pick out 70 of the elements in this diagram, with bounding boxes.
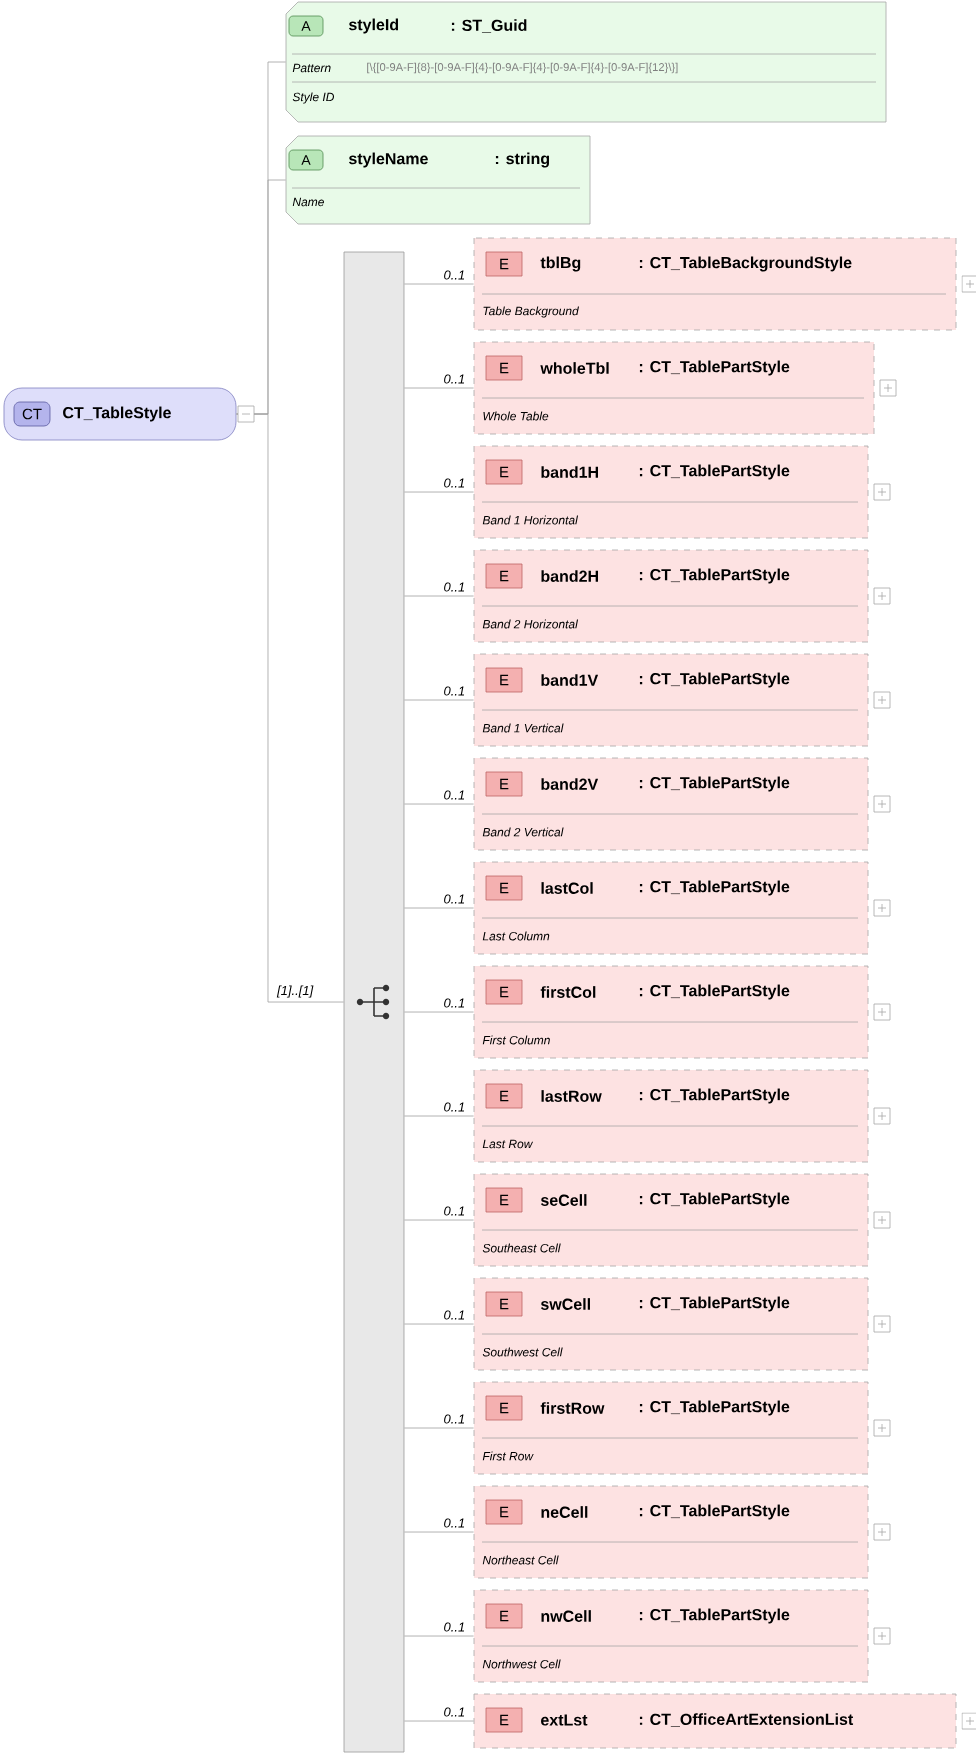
type-name: : CT_TablePartStyle: [639, 1192, 790, 1208]
element-name: nwCell: [541, 1610, 591, 1622]
type-name: : CT_TablePartStyle: [639, 464, 790, 480]
element-box: [473, 341, 875, 435]
connector-line: [404, 1635, 474, 1637]
type-name: : CT_TablePartStyle: [639, 1504, 790, 1520]
element-name: wholeTbl: [540, 362, 609, 374]
element-name: band2V: [541, 778, 599, 790]
type-name: : string: [495, 152, 549, 168]
element-box: [473, 1173, 869, 1267]
type-name: : CT_TablePartStyle: [639, 1608, 790, 1624]
connector-line: [404, 1427, 474, 1429]
type-name: : CT_TableBackgroundStyle: [639, 256, 852, 272]
type-name: : CT_TablePartStyle: [639, 672, 790, 688]
connector-line: [404, 907, 474, 909]
type-name: : CT_TablePartStyle: [639, 1296, 790, 1312]
element-box: [473, 549, 869, 643]
element-name: lastRow: [541, 1090, 602, 1102]
connector-line: [404, 1115, 474, 1117]
element-name: firstCol: [540, 986, 596, 998]
connector-line: [404, 1720, 474, 1722]
element-name: seCell: [540, 1194, 587, 1206]
element-box: [473, 1485, 869, 1579]
sequence-bar: [343, 251, 405, 1753]
connector-line: [404, 1219, 474, 1221]
element-box: [473, 445, 869, 539]
connector-line: [236, 413, 344, 1003]
attribute-box: [285, 1, 887, 123]
connector-line: [404, 491, 474, 493]
element-box: [473, 1277, 869, 1371]
connector-line: [404, 387, 474, 389]
attribute-name: styleName: [348, 152, 428, 168]
element-box: [473, 965, 869, 1059]
element-name: extLst: [541, 1714, 588, 1726]
attribute-box: [285, 135, 591, 225]
type-name: : CT_TablePartStyle: [639, 568, 790, 584]
type-name: : CT_TablePartStyle: [639, 984, 790, 1000]
element-box: [473, 237, 957, 331]
connector-line: [404, 803, 474, 805]
element-name: neCell: [541, 1506, 588, 1518]
element-name: band1V: [541, 674, 599, 686]
element-box: [473, 653, 869, 747]
connector-line: [404, 1531, 474, 1533]
element-name: tblBg: [540, 256, 581, 272]
type-name: : CT_OfficeArtExtensionList: [639, 1713, 854, 1727]
type-name: : ST_Guid: [451, 19, 527, 33]
element-box: [473, 757, 869, 851]
type-name: : CT_TablePartStyle: [639, 1400, 790, 1416]
element-box: [473, 1589, 869, 1683]
type-name: : CT_TablePartStyle: [639, 1088, 790, 1104]
element-box: [473, 1069, 869, 1163]
connector-line: [404, 1011, 474, 1013]
type-name: : CT_TablePartStyle: [639, 880, 790, 896]
type-name: : CT_TablePartStyle: [639, 776, 790, 792]
connector-line: [404, 595, 474, 597]
element-box: [473, 1693, 957, 1749]
connector-line: [404, 283, 474, 285]
element-name: lastCol: [541, 882, 593, 894]
complex-type-box: [3, 387, 237, 441]
type-name: CT_TableStyle: [63, 406, 171, 422]
element-box: [473, 861, 869, 955]
element-name: swCell: [540, 1298, 590, 1310]
attribute-name: styleId: [348, 18, 399, 34]
element-name: band2H: [541, 570, 598, 582]
type-name: : CT_TablePartStyle: [639, 360, 790, 376]
connector-line: [404, 699, 474, 701]
connector-line: [404, 1323, 474, 1325]
element-name: band1H: [541, 466, 598, 478]
element-box: [473, 1381, 869, 1475]
element-name: firstRow: [540, 1402, 605, 1414]
